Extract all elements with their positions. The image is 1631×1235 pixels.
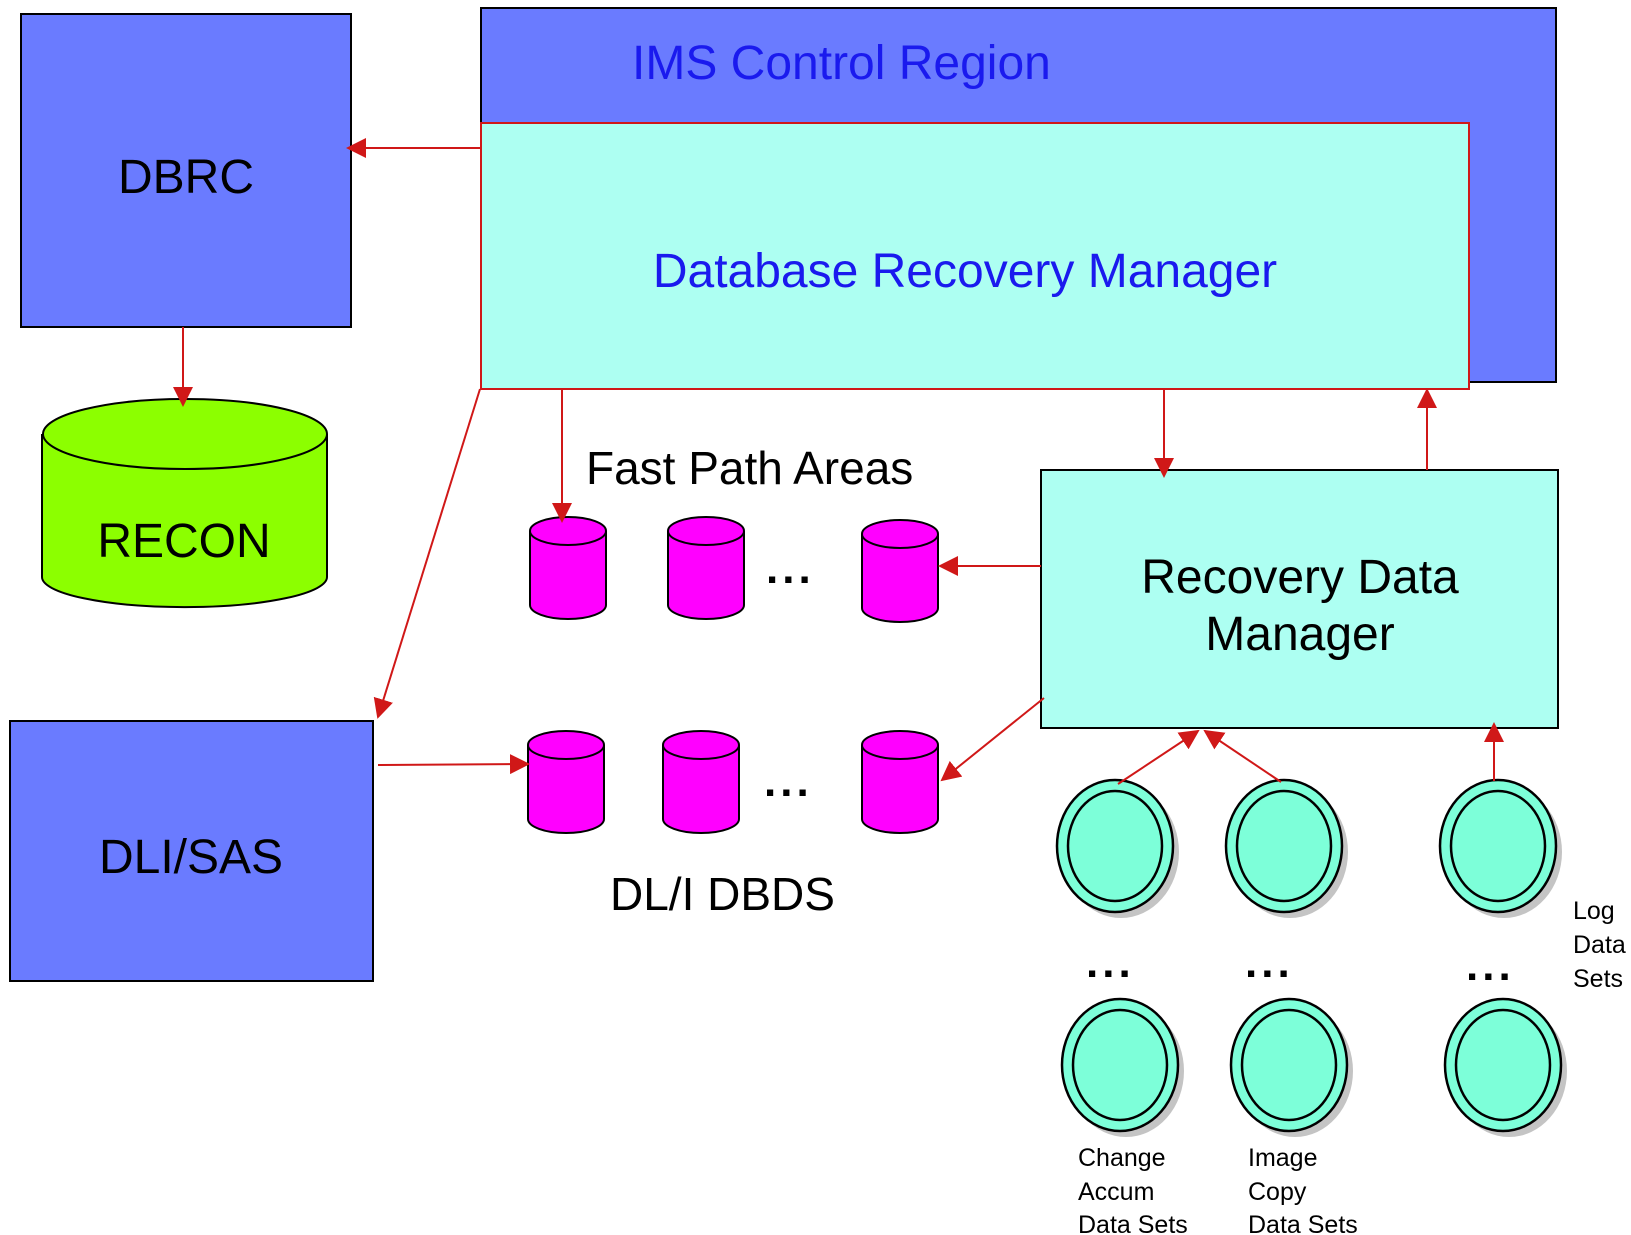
recovery-data-manager-box [1040,469,1559,729]
fast-path-ellipsis: ... [766,544,815,593]
log-disk-2 [1443,997,1569,1139]
log-ellipsis: ... [1466,941,1515,990]
arrow-change-accum-to-rdm [1117,729,1200,785]
db-recovery-manager-label: Database Recovery Manager [653,245,1277,298]
image-copy-ellipsis: ... [1245,938,1294,987]
change-accum-label-line1: Change [1078,1144,1166,1172]
image-copy-disk-1 [1224,778,1350,920]
fast-path-cylinder-3 [861,519,939,623]
arrow-manager-to-dlisas [373,388,481,719]
log-label-line1: Log [1573,897,1615,925]
log-disk-1 [1438,778,1564,920]
image-copy-label-line3: Data Sets [1248,1211,1358,1235]
image-copy-disk-2 [1229,997,1355,1139]
log-label-line3: Sets [1573,965,1623,993]
change-accum-disk-2 [1060,997,1186,1139]
dlisas-label: DLI/SAS [99,831,283,884]
image-copy-label-line1: Image [1248,1144,1317,1172]
change-accum-ellipsis: ... [1086,938,1135,987]
dbds-cylinder-2 [662,730,740,834]
dbrc-box [20,13,352,328]
change-accum-label-line3: Data Sets [1078,1211,1188,1235]
change-accum-label-line2: Accum [1078,1178,1154,1206]
recovery-data-manager-label-line1: Recovery Data [1141,551,1459,604]
fast-path-label: Fast Path Areas [586,442,913,494]
fast-path-cylinder-1 [529,516,607,620]
change-accum-disk-1 [1055,778,1181,920]
dbds-ellipsis: ... [764,757,813,806]
arrow-dlisas-to-dbds [377,754,530,775]
arrow-rdm-to-dbds [940,697,1045,782]
fast-path-cylinder-2 [667,516,745,620]
db-recovery-manager-box [480,122,1470,390]
image-copy-label-line2: Copy [1248,1178,1307,1206]
dbds-cylinder-3 [861,730,939,834]
dbds-cylinder-1 [527,730,605,834]
dlisas-box [9,720,374,982]
dbrc-label: DBRC [118,151,254,204]
recon-label: RECON [97,515,270,568]
control-region-title: IMS Control Region [632,37,1051,90]
recovery-data-manager-label-line2: Manager [1205,608,1394,661]
arrow-image-copy-to-rdm [1203,729,1282,783]
recon-cylinder [41,398,328,609]
dbds-label: DL/I DBDS [610,868,835,920]
log-label-line2: Data [1573,931,1626,959]
